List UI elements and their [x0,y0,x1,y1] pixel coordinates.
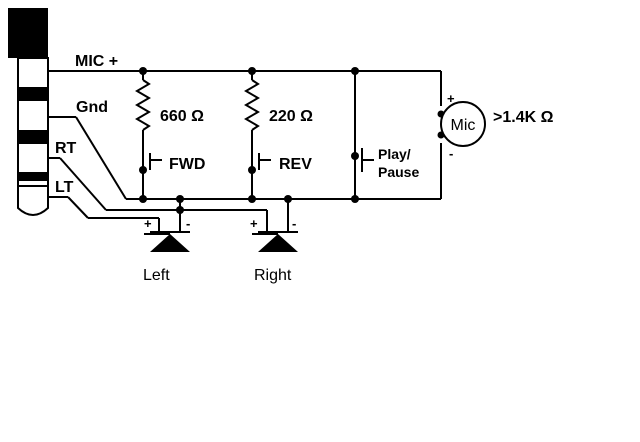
junctions [139,67,445,214]
plug-ring-band-2 [18,130,48,144]
left-speaker-label: Left [143,267,170,284]
mic-impedance-label: >1.4K Ω [493,109,554,126]
resistor-660 [135,71,151,156]
plug-ring-band-3 [18,172,48,181]
resistor-220-label: 220 Ω [269,108,313,125]
rt-label: RT [55,140,77,157]
resistor-660-label: 660 Ω [160,108,204,125]
mic-plus-label: MIC + [75,53,118,70]
pause-label: Pause [378,164,419,180]
switch-rev [251,153,271,199]
trrs-plug [8,8,49,216]
gnd-label: Gnd [76,99,108,116]
plug-shaft [17,57,49,189]
rev-label: REV [279,156,312,173]
left-minus-sign: - [186,216,190,231]
right-speaker-label: Right [254,267,292,284]
speaker-right: + - [250,216,298,252]
right-minus-sign: - [292,216,296,231]
mic-plus-sign: + [447,91,455,106]
microphone: Mic + - [440,91,486,161]
left-plus-sign: + [144,216,152,231]
lt-label: LT [55,179,74,196]
mic-minus-sign: - [449,146,453,161]
plug-sleeve-body [8,8,48,58]
fwd-label: FWD [169,156,205,173]
plug-tip [17,185,49,216]
play-label: Play/ [378,146,411,162]
mic-circle [440,101,486,147]
switch-play-pause [354,71,374,199]
speaker-left: + - [144,216,190,252]
switch-fwd [142,153,162,199]
resistor-220 [244,71,260,156]
right-plus-sign: + [250,216,258,231]
plug-ring-band-1 [18,87,48,101]
mic-label: Mic [451,117,476,134]
